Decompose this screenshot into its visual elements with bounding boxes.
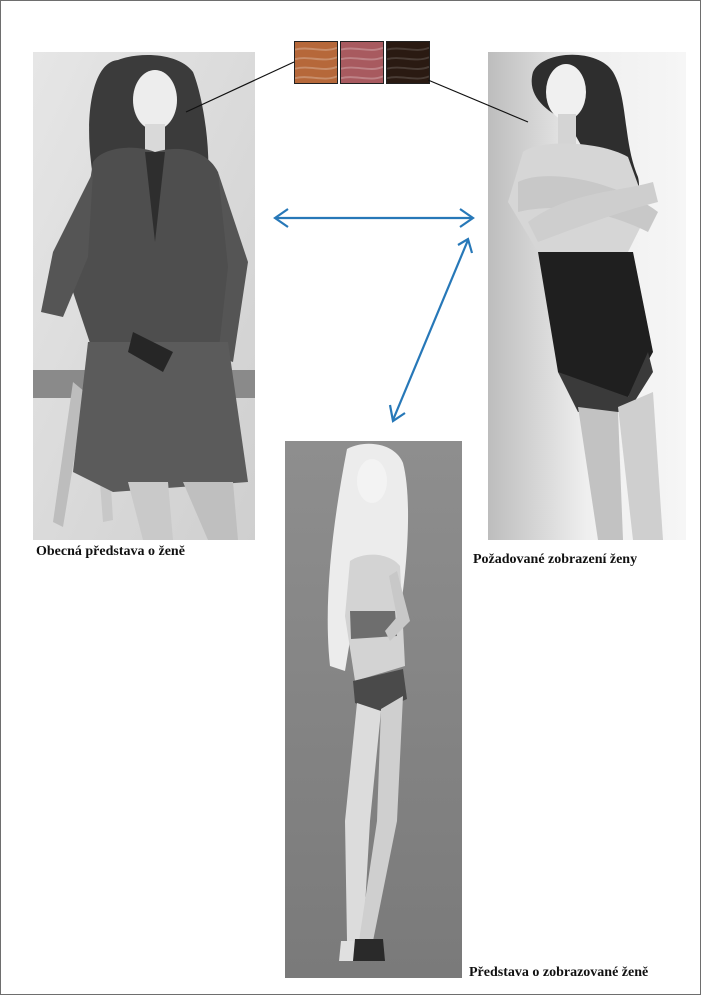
business-woman-photo xyxy=(33,52,255,540)
caption-depicted-woman: Představa o zobrazované ženě xyxy=(469,965,648,981)
caption-desired-depiction: Požadované zobrazení ženy xyxy=(473,552,637,568)
hair-swatch-auburn xyxy=(294,41,338,84)
bodysuit-woman-photo xyxy=(488,52,686,540)
lingerie-woman-photo xyxy=(285,441,462,978)
caption-general-idea: Obecná představa o ženě xyxy=(36,544,185,560)
hair-swatch-dark-brown xyxy=(386,41,430,84)
hair-swatch-rose xyxy=(340,41,384,84)
